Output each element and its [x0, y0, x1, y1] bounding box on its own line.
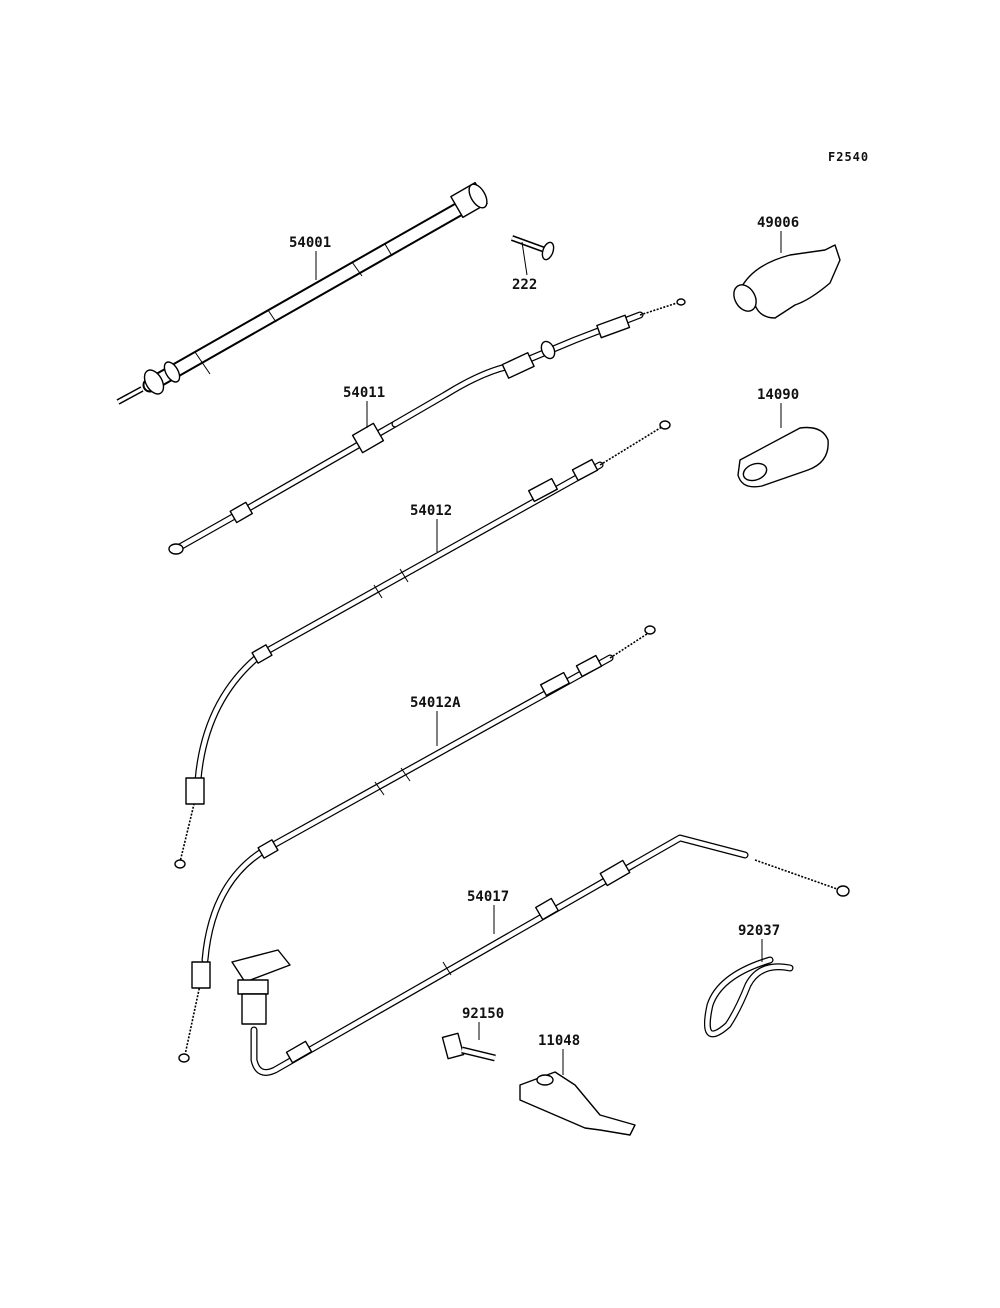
cap-14090[interactable]: [737, 426, 829, 488]
svg-text:54001: 54001: [289, 235, 331, 251]
figure-id: F2540: [828, 150, 869, 164]
cable-54011[interactable]: [168, 298, 686, 555]
cable-54001[interactable]: [116, 181, 491, 405]
label-54017: 54017: [467, 889, 509, 934]
svg-text:14090: 14090: [757, 387, 799, 403]
label-54012A: 54012A: [410, 695, 461, 746]
label-92150: 92150: [462, 1006, 504, 1040]
screw-222[interactable]: [510, 235, 556, 261]
svg-text:54012A: 54012A: [410, 695, 461, 711]
bracket-11048[interactable]: [519, 1071, 636, 1136]
label-92037: 92037: [738, 923, 780, 962]
svg-text:54011: 54011: [343, 385, 385, 401]
label-54011: 54011: [343, 385, 385, 428]
label-54012: 54012: [410, 503, 452, 552]
cable-54012[interactable]: [174, 420, 671, 869]
boot-49006[interactable]: [729, 244, 841, 319]
svg-text:11048: 11048: [538, 1033, 580, 1049]
svg-text:92037: 92037: [738, 923, 780, 939]
label-14090: 14090: [757, 387, 799, 428]
svg-text:54012: 54012: [410, 503, 452, 519]
svg-text:92150: 92150: [462, 1006, 504, 1022]
svg-text:222: 222: [512, 277, 537, 293]
label-49006: 49006: [757, 215, 799, 253]
cable-54017[interactable]: [231, 834, 850, 1076]
clamp-92037[interactable]: [703, 956, 794, 1038]
svg-text:49006: 49006: [757, 215, 799, 231]
cable-54012A[interactable]: [178, 625, 656, 1063]
label-54001: 54001: [289, 235, 331, 280]
svg-text:54017: 54017: [467, 889, 509, 905]
bolt-92150[interactable]: [441, 1032, 496, 1062]
label-222: 222: [512, 241, 537, 293]
label-11048: 11048: [538, 1033, 580, 1075]
